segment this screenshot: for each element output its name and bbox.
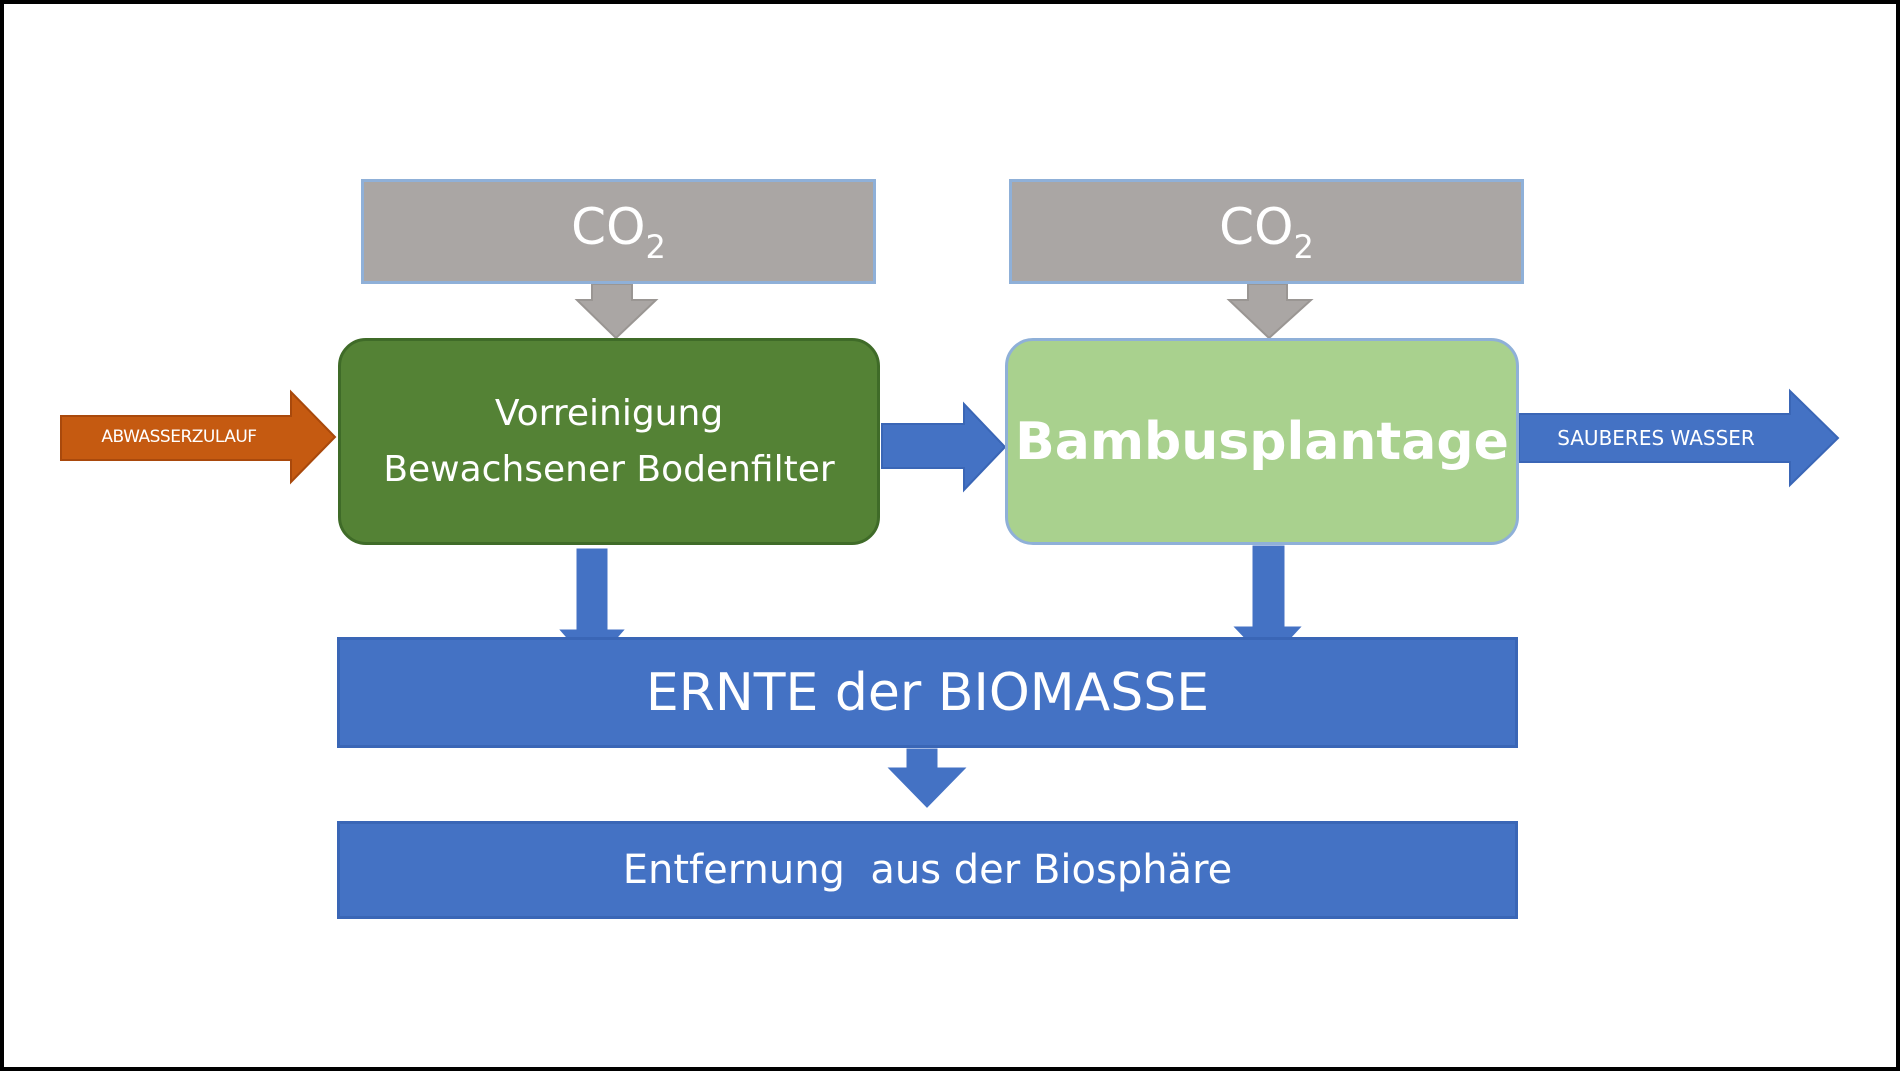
pre-filter-box: Vorreinigung Bewachsener Bodenfilter [338, 338, 880, 545]
pre-filter-line1: Vorreinigung [494, 392, 724, 434]
inflow-arrow [60, 389, 337, 485]
bamboo-plantation-box: Bambusplantage [1005, 338, 1519, 545]
harvest-bar: ERNTE der BIOMASSE [337, 637, 1518, 748]
outflow-arrow [1518, 388, 1840, 488]
outflow-label: SAUBERES WASSER [1557, 426, 1755, 450]
bamboo-label: Bambusplantage [1015, 411, 1509, 472]
co2-box-left: CO2 [361, 179, 876, 284]
co2-label-left: CO2 [571, 197, 666, 266]
co2-box-right: CO2 [1009, 179, 1524, 284]
pre-to-bamboo-arrow [881, 401, 1007, 493]
co2-right-down-arrow [1226, 283, 1314, 340]
harvest-to-removal-arrow [880, 745, 974, 813]
removal-bar: Entfernung aus der Biosphäre [337, 821, 1518, 919]
pre-filter-line2: Bewachsener Bodenfilter [383, 448, 835, 490]
co2-left-down-arrow [574, 283, 659, 340]
inflow-label: ABWASSERZULAUF [101, 427, 257, 447]
harvest-label: ERNTE der BIOMASSE [645, 662, 1210, 723]
removal-label: Entfernung aus der Biosphäre [622, 847, 1233, 893]
co2-label-right: CO2 [1219, 197, 1314, 266]
